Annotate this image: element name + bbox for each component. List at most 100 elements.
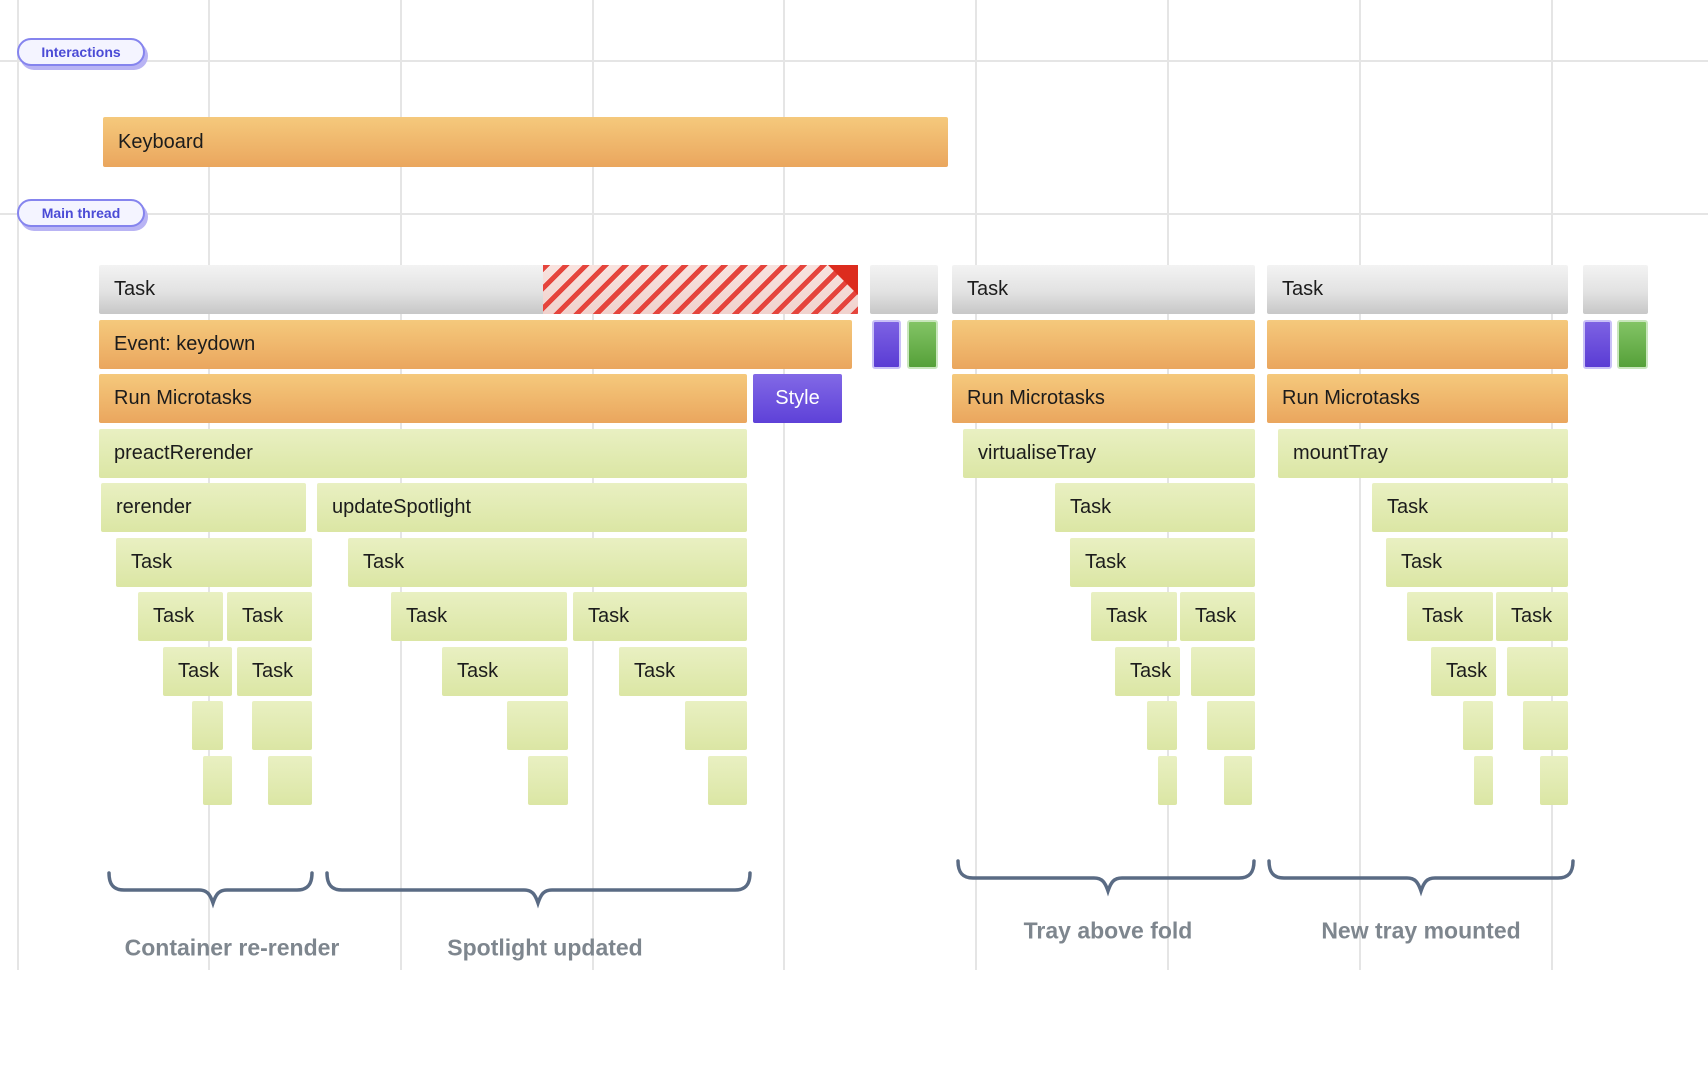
style-chip[interactable]: Style <box>753 374 842 423</box>
bar-label: Task <box>114 278 156 300</box>
style-recalc-mini-bar[interactable] <box>872 320 901 369</box>
bar-label: Task <box>1195 605 1237 627</box>
task-bar[interactable]: Task <box>348 538 747 587</box>
bar-label: Task <box>1106 605 1148 627</box>
task-bar-small[interactable] <box>507 701 568 750</box>
task-bar-small[interactable] <box>708 756 747 805</box>
event-keydown-bar[interactable]: Event: keydown <box>99 320 852 369</box>
run-microtasks-bar-2[interactable]: Run Microtasks <box>952 374 1255 423</box>
gridline-vertical <box>1359 0 1361 970</box>
bar-label: Event: keydown <box>114 333 256 355</box>
task-bar[interactable]: Task <box>163 647 232 696</box>
annotation-label: Container re-render <box>124 934 340 961</box>
task-bar-small[interactable] <box>192 701 223 750</box>
bar-label: Task <box>634 660 676 682</box>
task-bar[interactable]: Task <box>1431 647 1496 696</box>
task-bar[interactable]: Task <box>391 592 567 641</box>
task-bar-small[interactable] <box>252 701 312 750</box>
keyboard-interaction-bar[interactable]: Keyboard <box>103 117 948 167</box>
bar-label: rerender <box>116 496 192 518</box>
task-bar[interactable]: Task <box>116 538 312 587</box>
update-spotlight-bar[interactable]: updateSpotlight <box>317 483 747 532</box>
task-bar[interactable]: Task <box>619 647 747 696</box>
bar-label: Run Microtasks <box>967 387 1105 409</box>
bar-label: Task <box>1422 605 1464 627</box>
task-bar-keydown[interactable]: Task <box>99 265 858 314</box>
task-bar[interactable]: Task <box>1115 647 1180 696</box>
annotation-brace <box>1267 859 1575 897</box>
rerender-bar[interactable]: rerender <box>101 483 306 532</box>
annotation-label: New tray mounted <box>1321 917 1521 944</box>
annotation-brace <box>325 871 752 909</box>
bar-label: Run Microtasks <box>114 387 252 409</box>
task-bar-small[interactable] <box>685 701 747 750</box>
task-bar-small[interactable] <box>1224 756 1252 805</box>
task-bar-small[interactable] <box>1207 701 1255 750</box>
bar-label: Task <box>178 660 220 682</box>
bar-label: Run Microtasks <box>1282 387 1420 409</box>
task-bar-small[interactable] <box>1507 647 1568 696</box>
run-microtasks-bar-1[interactable]: Run Microtasks <box>99 374 747 423</box>
task-bar[interactable]: Task <box>227 592 312 641</box>
virtualise-tray-bar[interactable]: virtualiseTray <box>963 429 1255 478</box>
task-bar-virtualise[interactable]: Task <box>952 265 1255 314</box>
bar-label: Task <box>1070 496 1112 518</box>
event-bar-unlabeled[interactable] <box>952 320 1255 369</box>
task-bar-fragment[interactable] <box>870 265 938 314</box>
task-bar[interactable]: Task <box>1386 538 1568 587</box>
style-recalc-mini-bar[interactable] <box>1583 320 1612 369</box>
bar-label: mountTray <box>1293 442 1388 464</box>
interactions-track-pill[interactable]: Interactions <box>17 38 145 66</box>
task-bar[interactable]: Task <box>1407 592 1493 641</box>
task-bar[interactable]: Task <box>1372 483 1568 532</box>
task-bar-small[interactable] <box>528 756 568 805</box>
bar-label: Task <box>153 605 195 627</box>
bar-label: Task <box>1511 605 1553 627</box>
task-bar-small[interactable] <box>268 756 312 805</box>
bar-label: Task <box>967 278 1009 300</box>
task-bar-small[interactable] <box>1540 756 1568 805</box>
task-bar[interactable]: Task <box>573 592 747 641</box>
bar-label: Task <box>406 605 448 627</box>
bar-label: Task <box>588 605 630 627</box>
task-bar[interactable]: Task <box>237 647 312 696</box>
task-bar[interactable]: Task <box>1070 538 1255 587</box>
task-bar-mount[interactable]: Task <box>1267 265 1568 314</box>
bar-label: updateSpotlight <box>332 496 472 518</box>
run-microtasks-bar-3[interactable]: Run Microtasks <box>1267 374 1568 423</box>
paint-mini-bar[interactable] <box>907 320 938 369</box>
gridline-vertical <box>975 0 977 970</box>
task-bar-small[interactable] <box>1463 701 1493 750</box>
preact-rerender-bar[interactable]: preactRerender <box>99 429 747 478</box>
task-bar-fragment[interactable] <box>1583 265 1648 314</box>
task-bar-small[interactable] <box>1523 701 1568 750</box>
bar-label: Task <box>242 605 284 627</box>
annotation-label: Spotlight updated <box>447 934 643 961</box>
event-bar-unlabeled[interactable] <box>1267 320 1568 369</box>
bar-label: Task <box>1446 660 1488 682</box>
gridline-vertical <box>17 0 19 970</box>
task-bar-small[interactable] <box>203 756 232 805</box>
bar-label: Task <box>1085 551 1127 573</box>
task-bar[interactable]: Task <box>1496 592 1568 641</box>
mount-tray-bar[interactable]: mountTray <box>1278 429 1568 478</box>
task-bar[interactable]: Task <box>1180 592 1255 641</box>
task-bar[interactable]: Task <box>1055 483 1255 532</box>
bar-label: Task <box>252 660 294 682</box>
bar-label: Task <box>1387 496 1429 518</box>
main-thread-track-pill[interactable]: Main thread <box>17 199 145 227</box>
task-bar-small[interactable] <box>1158 756 1177 805</box>
bar-label: Style <box>775 387 820 409</box>
bar-label: Task <box>363 551 405 573</box>
annotation-label: Tray above fold <box>1023 917 1193 944</box>
task-bar-small[interactable] <box>1191 647 1255 696</box>
annotation-brace <box>107 871 314 909</box>
task-bar[interactable]: Task <box>442 647 568 696</box>
gridline-horizontal <box>0 213 1708 215</box>
task-bar[interactable]: Task <box>138 592 223 641</box>
task-bar[interactable]: Task <box>1091 592 1177 641</box>
task-bar-small[interactable] <box>1474 756 1493 805</box>
paint-mini-bar[interactable] <box>1617 320 1648 369</box>
task-bar-small[interactable] <box>1147 701 1177 750</box>
